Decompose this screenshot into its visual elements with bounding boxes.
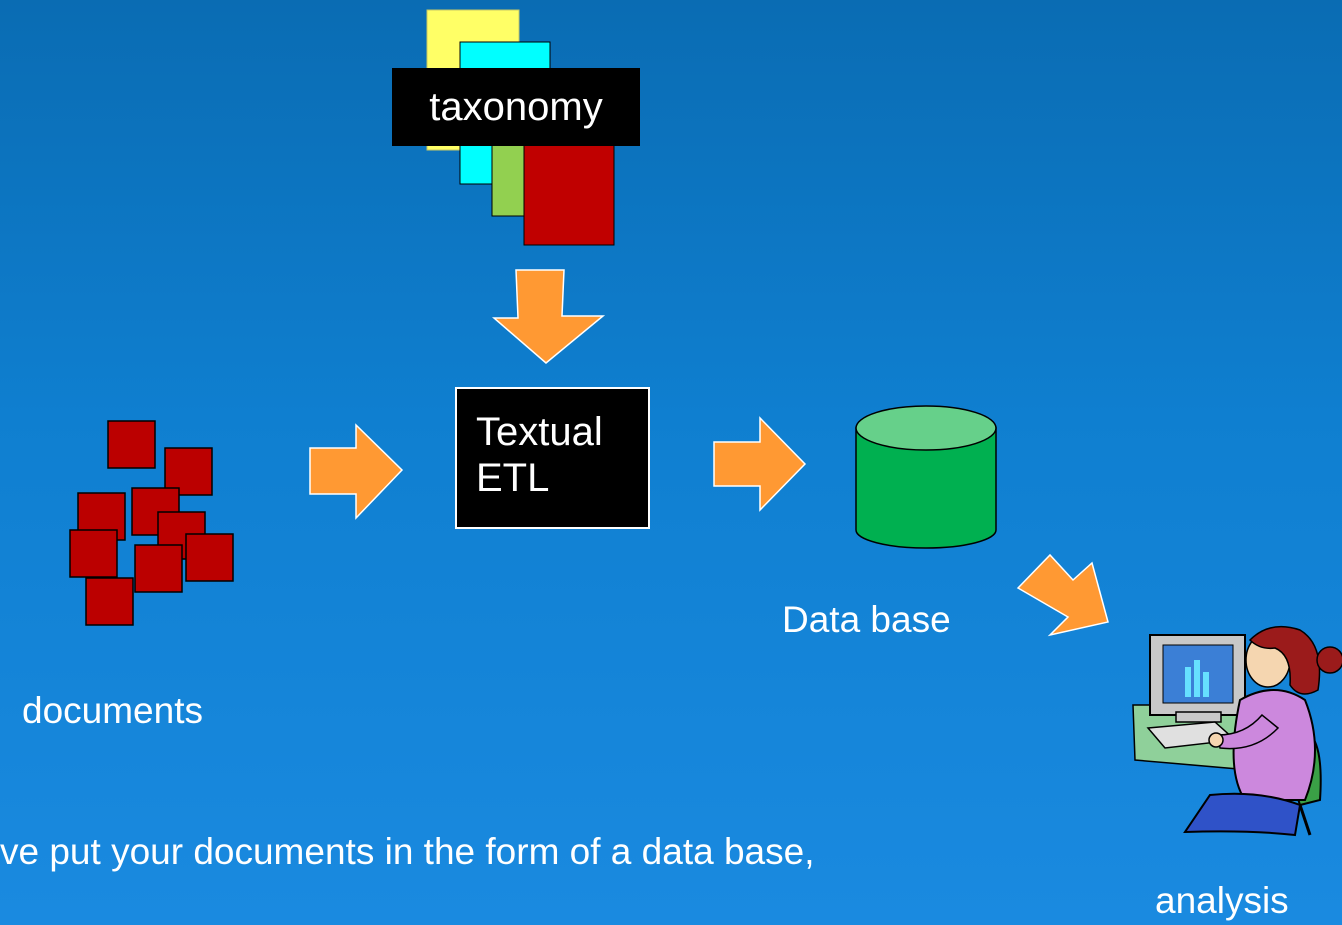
flow-arrow-icon-right-1 (309, 423, 404, 520)
flow-arrow-icon-down (491, 269, 606, 364)
analyst-at-computer-icon (1132, 625, 1342, 837)
document-pile-icon (69, 420, 234, 626)
analysis-label: analysis (1155, 880, 1289, 921)
caption-text: ve put your documents in the form of a d… (0, 831, 815, 872)
flow-arrow-icon-right-2 (713, 416, 807, 512)
taxonomy-label-box: taxonomy (392, 68, 640, 146)
flow-arrow-icon-diagonal (1016, 553, 1109, 637)
database-cylinder-icon (855, 405, 997, 549)
textual-etl-line2: ETL (476, 456, 550, 500)
documents-label: documents (22, 690, 203, 731)
textual-etl-box: Textual ETL (455, 387, 650, 529)
textual-etl-line1: Textual (476, 410, 603, 454)
database-label: Data base (782, 599, 951, 640)
taxonomy-label: taxonomy (429, 85, 603, 129)
